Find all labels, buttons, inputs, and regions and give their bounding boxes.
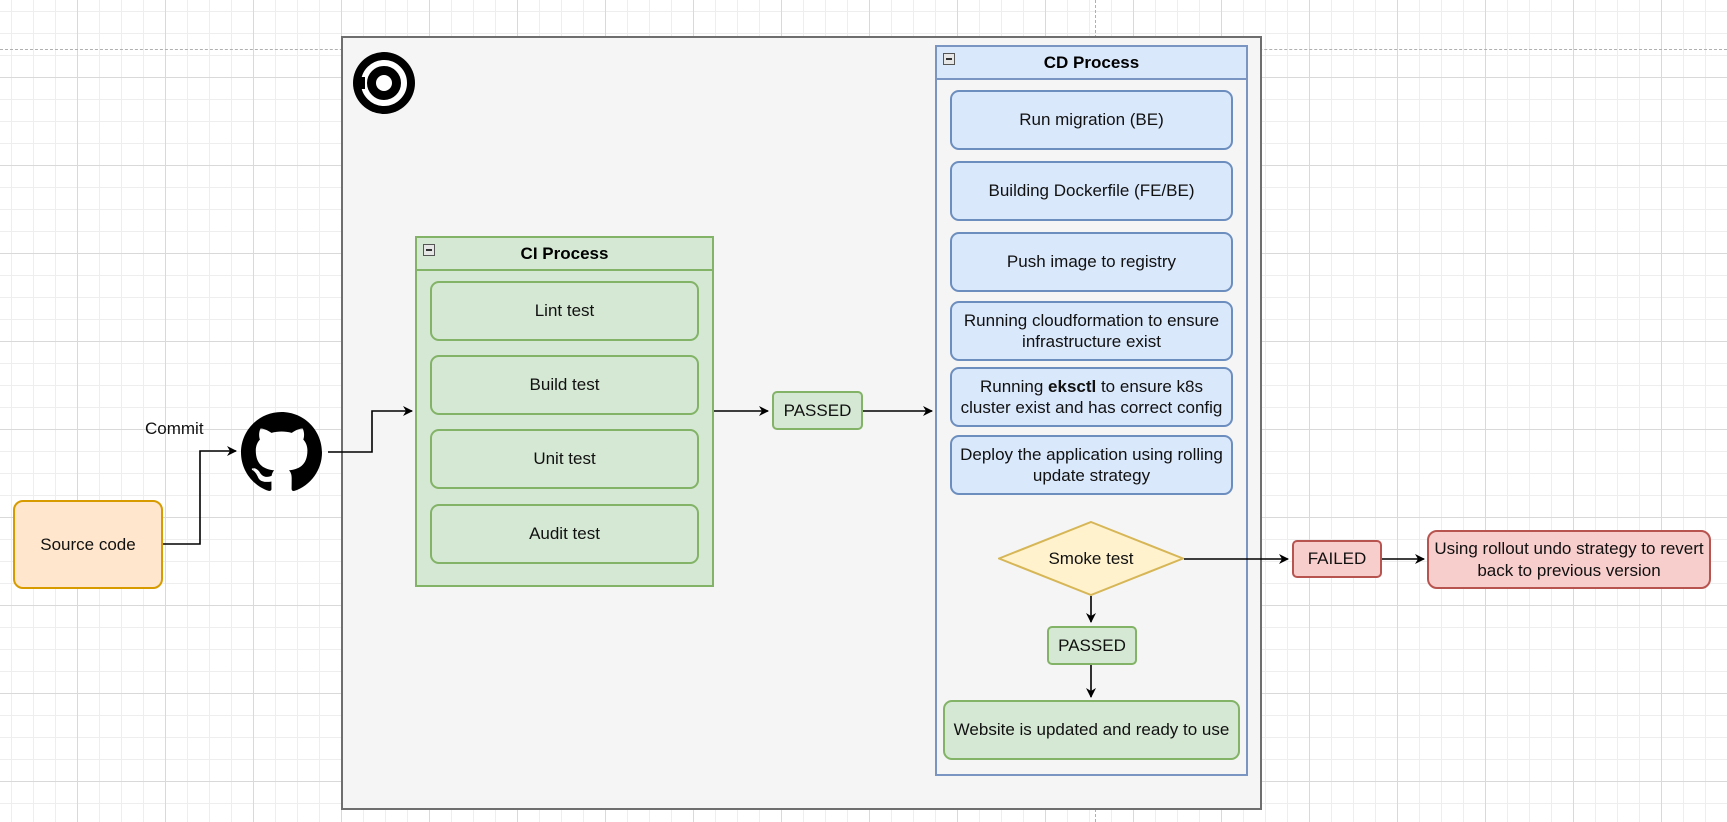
cd-step-cloudformation[interactable]: Running cloudformation to ensure infrast… bbox=[950, 301, 1233, 361]
website-ready-label: Website is updated and ready to use bbox=[953, 720, 1230, 740]
rollback-node[interactable]: Using rollout undo strategy to revert ba… bbox=[1427, 530, 1711, 589]
ci-passed-label: PASSED bbox=[783, 400, 852, 420]
circleci-icon bbox=[352, 51, 416, 115]
cd-step-migration[interactable]: Run migration (BE) bbox=[950, 90, 1233, 150]
ci-step-lint[interactable]: Lint test bbox=[430, 281, 699, 341]
website-ready-node[interactable]: Website is updated and ready to use bbox=[943, 700, 1240, 760]
ci-step-label: Unit test bbox=[533, 449, 596, 469]
cd-step-label: Running cloudformation to ensure infrast… bbox=[963, 310, 1220, 351]
ci-process-header: CI Process bbox=[417, 238, 712, 271]
ci-step-build[interactable]: Build test bbox=[430, 355, 699, 415]
failed-badge[interactable]: FAILED bbox=[1292, 540, 1382, 578]
cd-step-deploy[interactable]: Deploy the application using rolling upd… bbox=[950, 435, 1233, 495]
failed-label: FAILED bbox=[1307, 549, 1367, 569]
cd-step-label: Push image to registry bbox=[1006, 252, 1177, 272]
ci-passed-badge[interactable]: PASSED bbox=[772, 391, 863, 430]
ci-collapse-icon[interactable] bbox=[423, 244, 435, 256]
cd-step-label: Run migration (BE) bbox=[1019, 110, 1164, 130]
smoke-test-label: Smoke test bbox=[1048, 548, 1134, 568]
cd-step-label: Building Dockerfile (FE/BE) bbox=[988, 181, 1195, 201]
eksctl-prefix: Running bbox=[979, 376, 1049, 396]
cd-collapse-icon[interactable] bbox=[943, 53, 955, 65]
edge-source-to-github bbox=[163, 446, 237, 545]
smoke-test-decision[interactable]: Smoke test bbox=[998, 521, 1184, 596]
source-code-label: Source code bbox=[40, 534, 136, 554]
rollback-label: Using rollout undo strategy to revert ba… bbox=[1434, 539, 1704, 580]
edge-github-to-ci bbox=[328, 406, 413, 453]
cd-step-dockerfile[interactable]: Building Dockerfile (FE/BE) bbox=[950, 161, 1233, 221]
ci-process-title: CI Process bbox=[520, 243, 609, 263]
cd-step-label: Running eksctl to ensure k8s cluster exi… bbox=[956, 376, 1227, 419]
cd-passed-label: PASSED bbox=[1058, 635, 1126, 655]
eksctl-suffix: to ensure k8s cluster exist and has corr… bbox=[960, 376, 1223, 417]
eksctl-bold: eksctl bbox=[1048, 376, 1097, 396]
cd-process-title: CD Process bbox=[1043, 52, 1140, 72]
ci-step-label: Lint test bbox=[534, 301, 595, 321]
cd-step-label: Deploy the application using rolling upd… bbox=[960, 444, 1223, 485]
cd-step-eksctl[interactable]: Running eksctl to ensure k8s cluster exi… bbox=[950, 367, 1233, 427]
ci-step-label: Build test bbox=[529, 375, 600, 395]
source-code-node[interactable]: Source code bbox=[13, 500, 163, 589]
ci-step-unit[interactable]: Unit test bbox=[430, 429, 699, 489]
cd-process-header: CD Process bbox=[937, 47, 1246, 80]
cd-passed-badge[interactable]: PASSED bbox=[1047, 626, 1137, 665]
commit-edge-label: Commit bbox=[145, 419, 204, 438]
github-icon[interactable] bbox=[241, 412, 322, 493]
ci-step-label: Audit test bbox=[529, 524, 600, 544]
cd-step-push-image[interactable]: Push image to registry bbox=[950, 232, 1233, 292]
ci-step-audit[interactable]: Audit test bbox=[430, 504, 699, 564]
